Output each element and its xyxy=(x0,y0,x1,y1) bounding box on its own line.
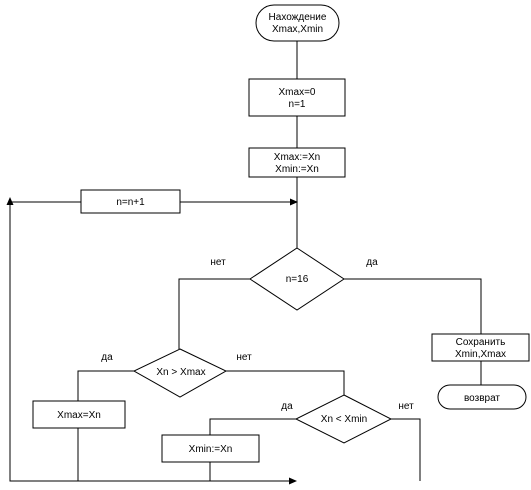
min-check-label: Xn < Xmin xyxy=(321,414,367,425)
loop-check-diamond xyxy=(249,247,345,311)
max-check-no-label: нет xyxy=(236,352,252,363)
connector-min-no-down xyxy=(391,418,421,481)
loop-check-no-label: нет xyxy=(210,257,226,268)
init-label-line1: Xmax=0 xyxy=(279,87,316,98)
max-check-yes-label: да xyxy=(101,352,113,363)
arrowhead-loop-up xyxy=(6,197,14,205)
min-assign-process: Xmin:=Xn xyxy=(161,434,260,463)
save-label-line2: Xmin,Xmax xyxy=(455,349,506,360)
min-check-diamond xyxy=(294,394,393,444)
min-check-yes-label: да xyxy=(281,401,293,412)
start-label-line2: Xmax,Xmin xyxy=(272,24,323,35)
connector-max-no-to-min-check xyxy=(226,370,345,395)
max-assign-process: Xmax=Xn xyxy=(32,400,126,429)
init-label-line2: n=1 xyxy=(289,99,306,110)
increment-label: n=n+1 xyxy=(116,197,145,208)
connector-loop-return xyxy=(9,201,291,482)
start-terminator: Нахождение Xmax,Xmin xyxy=(255,4,340,42)
init-process: Xmax=0 n=1 xyxy=(248,78,346,117)
loop-check-label: n=16 xyxy=(286,274,309,285)
assign-box xyxy=(248,147,346,178)
max-check-diamond xyxy=(132,348,228,398)
save-label-line1: Сохранить xyxy=(456,337,506,348)
min-check-no-label: нет xyxy=(398,401,414,412)
min-assign-label: Xmin:=Xn xyxy=(189,444,233,455)
init-box xyxy=(248,78,346,117)
loop-check-decision: n=16 нет да xyxy=(210,247,378,311)
connectors xyxy=(9,41,482,482)
assign-process: Xmax:=Xn Xmin:=Xn xyxy=(248,147,346,178)
assign-label-line2: Xmin:=Xn xyxy=(275,164,319,175)
connector-min-yes-to-assign xyxy=(209,418,296,435)
save-box xyxy=(431,333,530,362)
max-assign-label: Xmax=Xn xyxy=(57,410,101,421)
start-label-line1: Нахождение xyxy=(269,12,327,23)
connector-loop-no-to-max-check xyxy=(178,278,250,349)
loop-check-yes-label: да xyxy=(366,257,378,268)
assign-label-line1: Xmax:=Xn xyxy=(274,152,320,163)
arrowhead-main-merge xyxy=(290,198,298,206)
increment-box xyxy=(80,189,181,214)
end-terminator: возврат xyxy=(437,384,527,410)
connector-max-yes-to-assign xyxy=(77,370,134,401)
start-shape xyxy=(255,4,340,42)
min-assign-box xyxy=(161,434,260,463)
min-check-decision: Xn < Xmin да нет xyxy=(281,394,414,444)
save-process: Сохранить Xmin,Xmax xyxy=(431,333,530,362)
max-assign-box xyxy=(32,400,126,429)
increment-process: n=n+1 xyxy=(80,189,181,214)
end-label: возврат xyxy=(464,393,500,404)
connector-loop-yes-to-save xyxy=(344,278,482,334)
arrowheads xyxy=(6,197,298,485)
arrowhead-bottom-merge xyxy=(289,477,297,485)
max-check-decision: Xn > Xmax да нет xyxy=(101,348,252,398)
max-check-label: Xn > Xmax xyxy=(156,367,205,378)
end-shape xyxy=(437,384,527,410)
